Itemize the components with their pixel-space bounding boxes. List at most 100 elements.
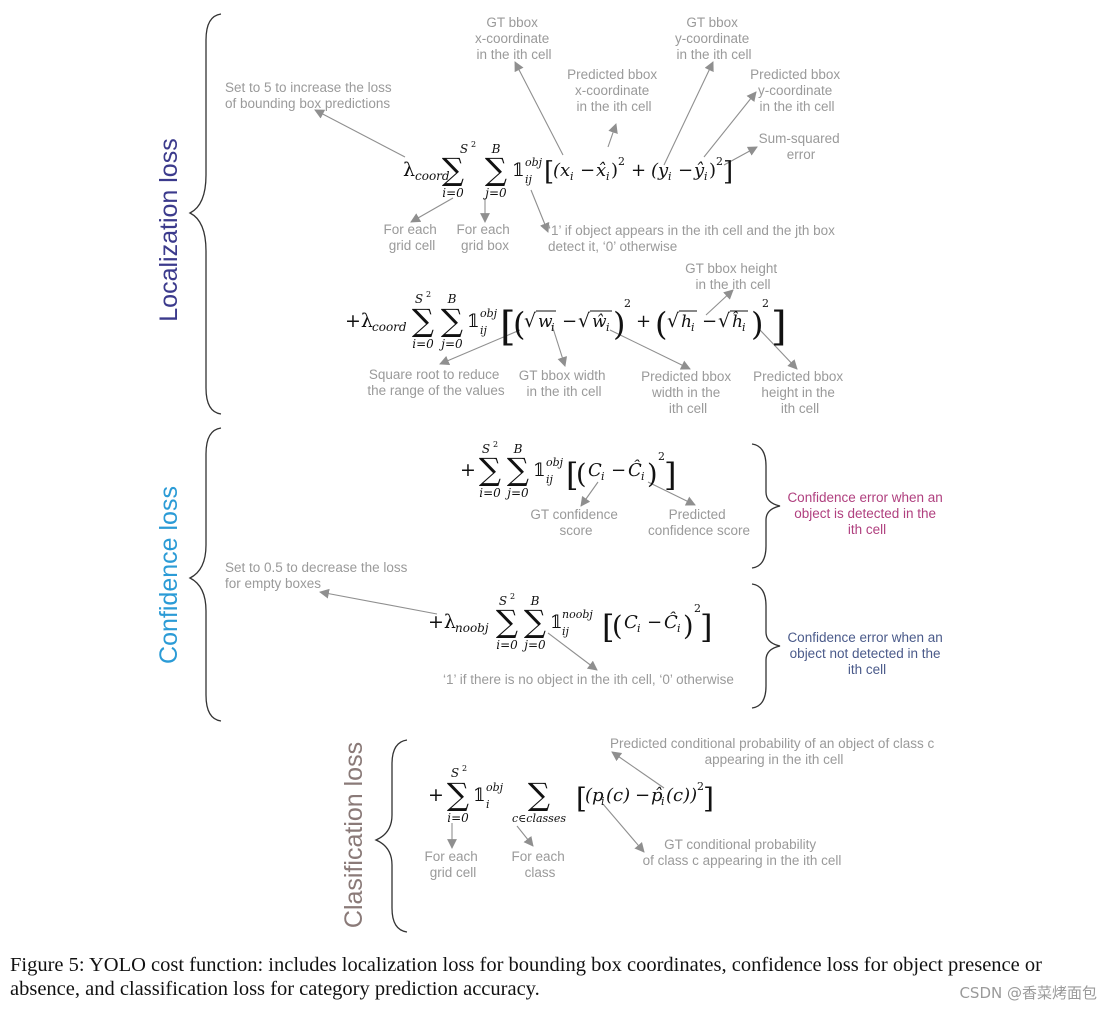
svg-text:obj: obj [486,781,504,794]
svg-text:i=0: i=0 [479,486,501,500]
svg-text:obj: obj [480,307,498,320]
arrow [705,289,734,316]
arrow [602,803,645,853]
conf-obj-brace [751,443,781,569]
svg-text:(y: (y [651,160,669,181]
arrow [516,825,534,847]
svg-text:∑: ∑ [447,777,469,813]
svg-text:]: ] [703,782,714,815]
svg-text:S: S [415,292,423,306]
svg-text:λ: λ [403,159,415,181]
arrow [580,481,599,507]
arrow [514,61,564,156]
arrow [703,91,757,158]
gt-height-note: GT bbox height in the ith cell [685,261,781,292]
svg-text:]: ] [700,608,712,646]
lambda-noobj-note: Set to 0.5 to decrease the loss for empt… [225,560,411,591]
sqrt-note: Square root to reduce the range of the v… [367,367,505,398]
conf-noobj-brace [751,583,781,709]
svg-text:+: + [460,459,476,481]
gt-width-note: GT bbox width in the ith cell [519,368,610,399]
classification-brace [374,739,408,933]
svg-text:(p: (p [585,785,604,806]
svg-text:i: i [704,170,708,183]
svg-text:i=0: i=0 [496,638,518,652]
svg-text:i: i [661,795,665,808]
svg-text:∑: ∑ [412,303,434,339]
svg-text:]: ] [723,157,733,187]
noobj-indicator-note: ‘1’ if there is no object in the ith cel… [443,672,734,687]
arrow [609,329,691,370]
svg-text:C: C [624,612,638,633]
svg-text:i: i [606,321,610,334]
svg-text:ij: ij [562,625,570,638]
svg-text:): ) [647,459,658,490]
svg-text:2: 2 [426,290,431,299]
arrow [607,123,618,148]
svg-text:B: B [530,594,540,608]
arrow [439,329,521,366]
svg-text:Ĉ: Ĉ [628,458,642,481]
svg-text:ij: ij [546,473,554,486]
svg-text:√: √ [524,310,537,332]
svg-text:(: ( [612,611,623,642]
svg-text:]: ] [664,456,676,494]
svg-text:∑: ∑ [507,452,529,488]
svg-text:i: i [601,795,605,808]
svg-text:−: − [635,785,650,806]
svg-text:2: 2 [697,780,704,793]
svg-text:𝟙: 𝟙 [512,160,525,181]
svg-text:B: B [491,142,501,156]
sum-squared-note: Sum-squared error [759,131,844,162]
pred-x-note: Predicted bbox x-coordinate in the ith c… [567,67,661,114]
svg-text:[: [ [602,608,614,646]
svg-text:i: i [551,321,555,334]
formula-conf-obj: + ∑ S 2 i=0 ∑ B j=0 𝟙 obj ij [ ( C i − Ĉ… [460,440,676,500]
pred-confidence-note: Predicted confidence score [648,507,750,538]
svg-text:𝟙: 𝟙 [467,311,480,332]
svg-text:[: [ [544,157,554,187]
figure-caption: Figure 5: YOLO cost function: includes l… [10,954,1042,1000]
svg-text:ŵ: ŵ [592,312,607,332]
arrow [547,632,598,671]
gt-x-note: GT bbox x-coordinate in the ith cell [475,15,553,62]
svg-text:𝟙: 𝟙 [550,612,563,633]
confidence-brace [188,427,222,722]
svg-text:ij: ij [525,173,533,186]
annotation-arrows [314,61,798,853]
svg-text:2: 2 [493,440,498,449]
svg-text:−: − [611,460,626,481]
svg-text:∑: ∑ [496,604,518,640]
svg-text:∑: ∑ [485,152,507,188]
svg-text:obj: obj [525,156,543,169]
svg-text:∑: ∑ [479,452,501,488]
svg-text:S: S [499,594,507,608]
svg-text:noobj: noobj [562,608,593,621]
svg-text:B: B [513,442,523,456]
svg-text:(: ( [513,305,525,343]
svg-text:i: i [668,170,672,183]
pred-prob-note: Predicted conditional probability of an … [610,736,938,767]
localization-label: Localization loss [155,138,183,321]
svg-text:2: 2 [716,155,723,168]
svg-text:coord: coord [372,320,407,334]
svg-text:2: 2 [510,592,515,601]
pred-height-note: Predicted bbox height in the ith cell [753,369,847,416]
svg-text:∑: ∑ [441,303,463,339]
svg-text:−: − [580,160,595,181]
svg-text:+: + [631,160,646,181]
confidence-label: Confidence loss [155,486,183,664]
svg-text:i: i [486,798,490,811]
svg-text:𝟙: 𝟙 [533,460,546,481]
watermark: CSDN @香菜烤面包 [959,984,1097,1002]
svg-text:[: [ [576,782,587,815]
svg-text:w: w [538,312,553,332]
svg-text:h: h [681,312,692,332]
svg-text:∑: ∑ [442,152,464,188]
svg-text:i=0: i=0 [412,337,434,351]
svg-text:): ) [611,160,618,181]
svg-text:𝟙: 𝟙 [473,785,486,806]
svg-text:i: i [691,321,695,334]
svg-text:(: ( [655,305,667,343]
svg-text:∑: ∑ [528,777,550,813]
